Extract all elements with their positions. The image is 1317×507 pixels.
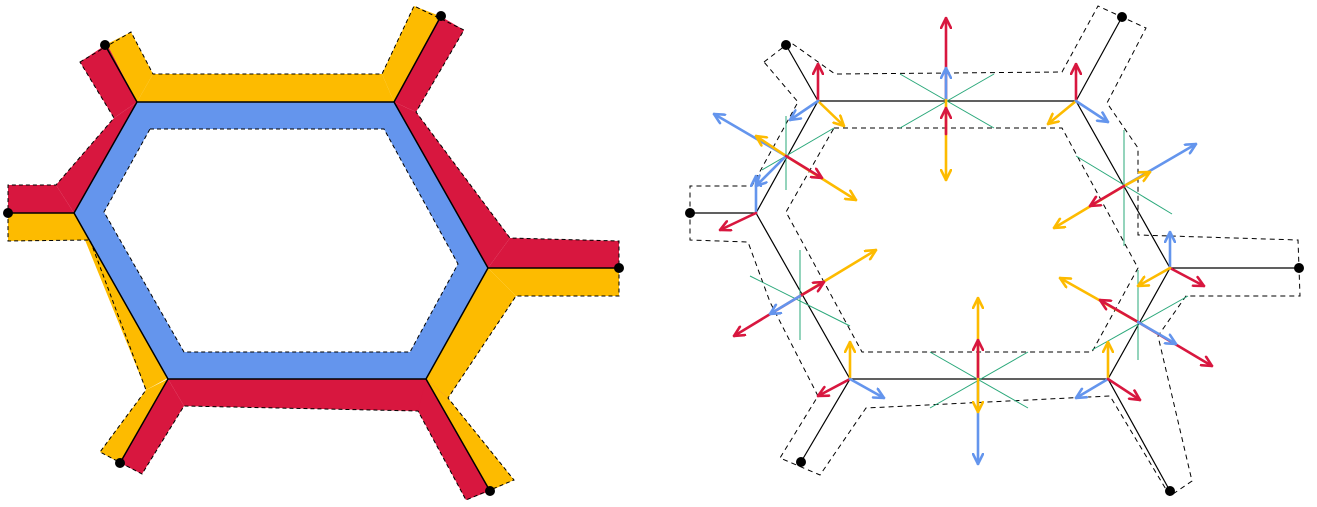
normal-arrow xyxy=(718,211,758,230)
spoke-endpoints xyxy=(3,11,624,496)
normal-arrow xyxy=(1136,266,1172,288)
normal-arrow xyxy=(788,99,820,122)
band-right-spoke-yellow xyxy=(488,268,619,296)
green-fans xyxy=(749,73,1189,409)
normal-arrow xyxy=(1122,170,1152,188)
normal-arrow xyxy=(1098,298,1140,324)
band-left-spoke-red xyxy=(8,185,74,213)
band-upper-right-spoke-yellow xyxy=(382,6,440,102)
band-lower-left-spoke-yellow xyxy=(100,379,168,463)
inner-dashed-boundary xyxy=(103,128,459,353)
right-cell-boundary xyxy=(755,100,1171,380)
normal-arrow xyxy=(1106,377,1142,402)
right-hexagon-diagram xyxy=(685,5,1304,497)
normal-arrow xyxy=(1074,99,1110,124)
normal-arrows xyxy=(712,16,1214,466)
band-left-spoke-yellow xyxy=(8,213,90,241)
normal-arrow xyxy=(768,294,802,316)
normal-arrow xyxy=(784,154,824,180)
normal-arrow xyxy=(1088,184,1126,208)
normal-arrow xyxy=(848,377,886,400)
band-lower-right-spoke-yellow xyxy=(426,379,514,491)
normal-arrow xyxy=(1074,377,1110,400)
band-lower-right-spoke-red xyxy=(418,379,490,500)
band-upper-left-spoke-yellow xyxy=(107,32,153,102)
band-upper-left-edge-red xyxy=(56,102,137,213)
left-hexagon-diagram xyxy=(3,5,624,501)
normal-arrow xyxy=(816,377,852,398)
normal-arrow xyxy=(816,99,846,128)
normal-arrow xyxy=(754,134,788,158)
right-spoke-lines xyxy=(690,16,1299,492)
band-lower-right-edge-yellow xyxy=(426,268,516,398)
band-lower-left-edge-yellow xyxy=(74,213,168,390)
band-upper-left-spoke-red xyxy=(80,44,137,118)
band-bottom-red xyxy=(168,379,448,411)
band-upper-right-spoke-red xyxy=(394,16,464,112)
normal-arrow xyxy=(1168,266,1206,288)
normal-arrow xyxy=(798,280,826,298)
band-upper-right-edge-red xyxy=(394,102,510,268)
band-lower-left-spoke-red xyxy=(120,379,184,474)
normal-arrow xyxy=(1136,320,1178,346)
band-top-yellow xyxy=(137,74,394,102)
normal-arrow xyxy=(1046,99,1078,126)
band-right-spoke-red xyxy=(488,238,619,268)
spoke-lines xyxy=(8,15,619,492)
outer-dashed-boundary xyxy=(7,5,620,501)
right-spoke-endpoints xyxy=(685,12,1304,496)
right-outer-dashed-boundary xyxy=(689,5,1301,497)
right-inner-dashed-boundary xyxy=(785,127,1139,353)
inner-hole xyxy=(104,129,458,352)
